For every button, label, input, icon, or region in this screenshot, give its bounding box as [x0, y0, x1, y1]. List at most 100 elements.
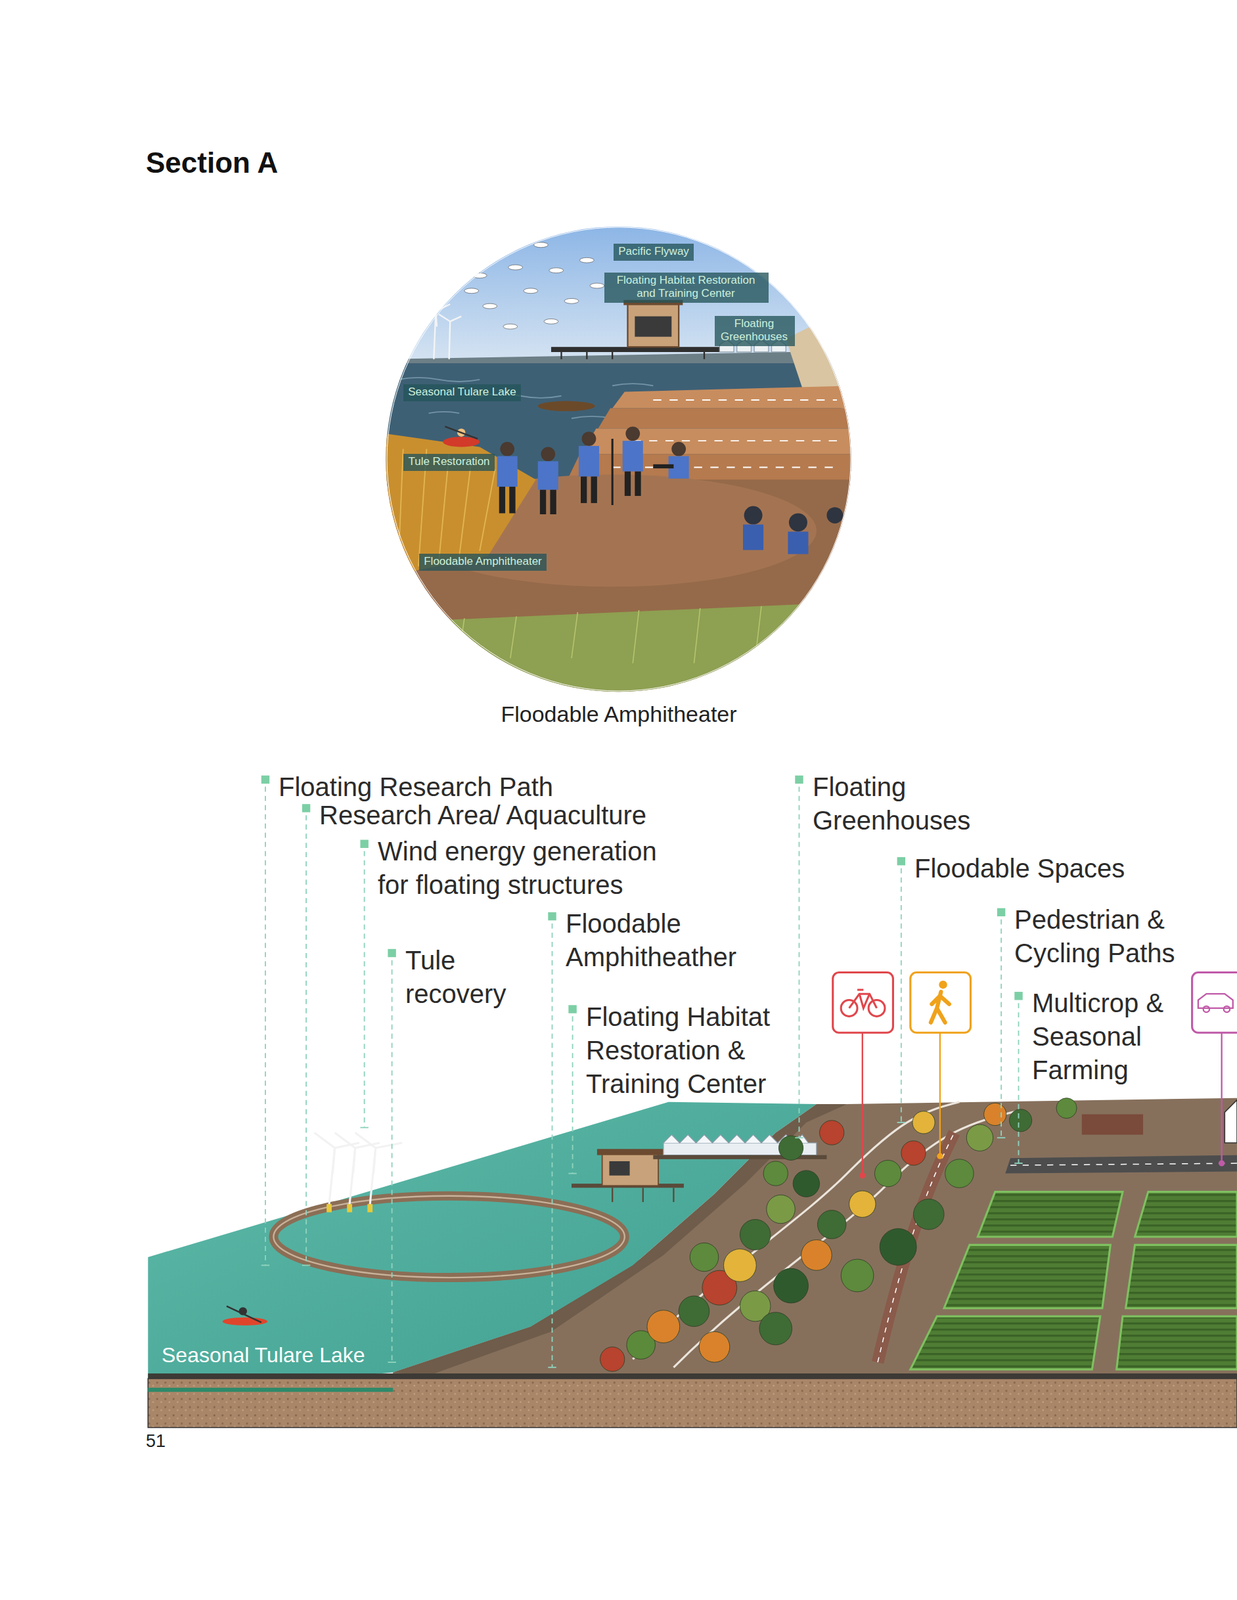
- tree: [819, 1120, 845, 1146]
- pedestrian-sign: [930, 991, 950, 1023]
- callout-marker: [359, 840, 368, 849]
- callout-marker: [387, 949, 396, 958]
- leader-end: [261, 1264, 270, 1266]
- audience: [742, 524, 764, 551]
- callout-label: Pedestrian & Cycling Paths: [1014, 903, 1199, 971]
- pedestrian-sign: [936, 1153, 943, 1160]
- tree: [879, 1229, 917, 1266]
- musician: [539, 490, 546, 515]
- floating-research-path: [273, 1196, 625, 1278]
- musician: [538, 461, 559, 491]
- dock-piling: [585, 352, 588, 360]
- amphitheater-picture: [385, 602, 851, 695]
- tree: [739, 1219, 771, 1251]
- leader-line: [265, 787, 1019, 1368]
- tree: [984, 1102, 1007, 1126]
- section-ground: [147, 1373, 1237, 1379]
- callout-marker: [1014, 991, 1023, 1000]
- bird: [589, 283, 605, 289]
- bike-sign: [832, 972, 894, 1034]
- leader-line: [572, 1016, 574, 1174]
- amphitheater-steps: [597, 407, 851, 429]
- leader-line: [900, 868, 902, 1123]
- tree: [966, 1124, 993, 1151]
- dock-piling: [611, 352, 613, 360]
- musician: [578, 446, 600, 477]
- leader-line: [305, 815, 307, 1266]
- tree: [600, 1347, 625, 1372]
- tree: [945, 1159, 975, 1189]
- tree: [901, 1141, 926, 1166]
- image-tag-box: Tule Restoration: [403, 453, 495, 472]
- musician: [652, 464, 674, 469]
- tule-grass: [479, 469, 495, 552]
- amphitheater-steps: [566, 385, 851, 482]
- photo-circle: Floodable AmphitheaterPacific FlywayFloa…: [386, 226, 852, 692]
- lake-label: Seasonal Tulare Lake: [161, 1342, 366, 1368]
- audience: [826, 507, 843, 524]
- wind-turbine: [369, 1148, 376, 1210]
- habitat-center: [611, 1187, 613, 1203]
- leader-end: [261, 1122, 1023, 1368]
- tree: [1009, 1109, 1033, 1132]
- image-tag: Pacific Flyway: [617, 245, 690, 259]
- wind-turbine: [373, 1148, 376, 1174]
- leader-line: [1018, 1003, 1020, 1164]
- tree: [792, 1170, 820, 1197]
- tree: [913, 1198, 945, 1230]
- amphitheater-picture: [634, 316, 672, 338]
- leader-end: [997, 1137, 1006, 1139]
- tree: [778, 1135, 803, 1161]
- farm-plot: [910, 1192, 1237, 1370]
- leader-line: [1000, 919, 1002, 1138]
- leader-end: [302, 1264, 311, 1266]
- pedestrian-sign: [938, 980, 947, 989]
- dock-piling: [703, 352, 705, 360]
- section-ground: [147, 1378, 1237, 1429]
- tule-grass: [398, 449, 404, 572]
- tree: [763, 1161, 788, 1186]
- tree: [773, 1268, 809, 1304]
- wind-turbine: [375, 1143, 403, 1149]
- dock-piling: [561, 352, 705, 360]
- leader-line: [798, 787, 801, 1138]
- image-tag: Floating Habitat Restoration and Trainin…: [608, 273, 764, 301]
- circle-outline: [386, 227, 851, 692]
- musician: [497, 426, 690, 515]
- callout-marker: [302, 804, 311, 812]
- bike-sign: [859, 1172, 866, 1179]
- bird: [534, 242, 549, 248]
- amphitheater-picture: [627, 304, 679, 347]
- road: [1005, 1155, 1237, 1174]
- farm-plot: [1116, 1316, 1237, 1370]
- audience: [787, 531, 809, 554]
- leader-line: [363, 851, 366, 1128]
- bird: [549, 268, 564, 274]
- kayak: [222, 1306, 268, 1327]
- bike-sign: [861, 1032, 864, 1176]
- callout-label: Floating Habitat Restoration & Training …: [585, 1000, 790, 1102]
- habitat-center: [609, 1161, 630, 1176]
- leader-end: [359, 1127, 368, 1129]
- car-sign: [1192, 972, 1237, 1034]
- audience: [788, 513, 808, 532]
- leader-end: [1014, 1162, 1023, 1165]
- page-number: 51: [145, 1430, 166, 1452]
- bike-sign: [832, 972, 894, 1180]
- tree: [723, 1249, 757, 1283]
- bird: [564, 298, 579, 304]
- section-ground: [147, 1388, 393, 1393]
- habitat-center: [612, 1187, 674, 1203]
- road: [1010, 1163, 1237, 1166]
- garden-plot: [1081, 1114, 1144, 1136]
- callout-label: Research Area/ Aquaculture: [319, 798, 647, 833]
- callout-label: Floodable Amphitheather: [565, 907, 757, 975]
- grass: [571, 612, 578, 659]
- kayak: [226, 1306, 262, 1324]
- pedestrian-sign: [939, 1032, 941, 1157]
- farm-plot: [910, 1316, 1101, 1370]
- musician: [582, 431, 597, 447]
- bird: [457, 254, 472, 261]
- callout-label: Wind energy generation for floating stru…: [377, 834, 687, 902]
- amphitheater-picture: [385, 363, 851, 486]
